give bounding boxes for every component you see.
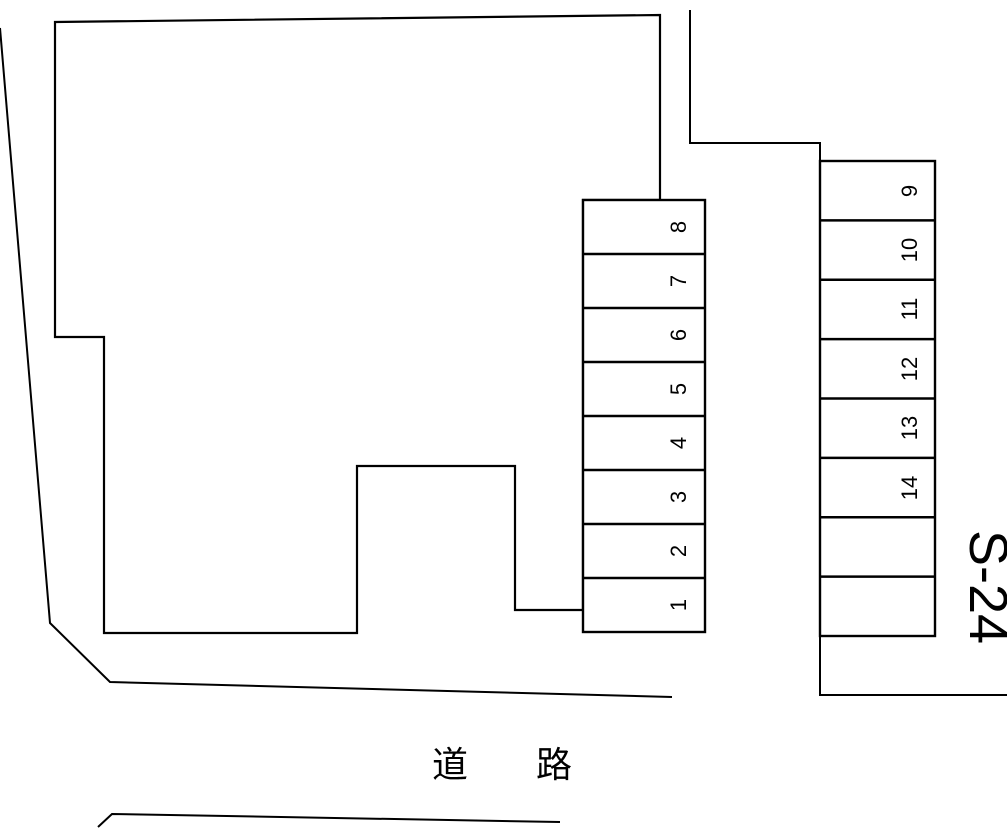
- left-parking-stall-8: 8: [665, 220, 691, 234]
- left-parking-block: [581, 198, 707, 634]
- left-parking-stall-5: 5: [665, 382, 691, 396]
- right-parking-stall-13: 13: [897, 415, 922, 441]
- right-parking-stall-11: 11: [897, 298, 922, 321]
- left-parking-stall-2: 2: [665, 544, 691, 558]
- road-label: 道 路: [432, 744, 589, 785]
- left-parking-stall-7: 7: [665, 274, 691, 288]
- south-east-property-line: [819, 636, 1007, 696]
- right-parking-stall-14: 14: [897, 475, 922, 500]
- left-parking-stall-3: 3: [665, 490, 691, 504]
- north-east-property-line: [689, 10, 821, 161]
- right-parking-stall-10: 10: [897, 237, 922, 263]
- main-building-outline: [53, 13, 662, 635]
- right-parking-stall-12: 12: [897, 356, 922, 382]
- left-parking-stall-6: 6: [665, 328, 691, 342]
- left-parking-stall-1: 1: [665, 598, 691, 612]
- plan-code-label: S-24: [958, 529, 1007, 645]
- right-parking-stall-9: 9: [897, 184, 922, 197]
- west-property-line: [0, 27, 673, 698]
- lower-road-edge: [97, 812, 561, 828]
- right-parking-block: [818, 159, 937, 638]
- left-parking-stall-4: 4: [665, 436, 691, 450]
